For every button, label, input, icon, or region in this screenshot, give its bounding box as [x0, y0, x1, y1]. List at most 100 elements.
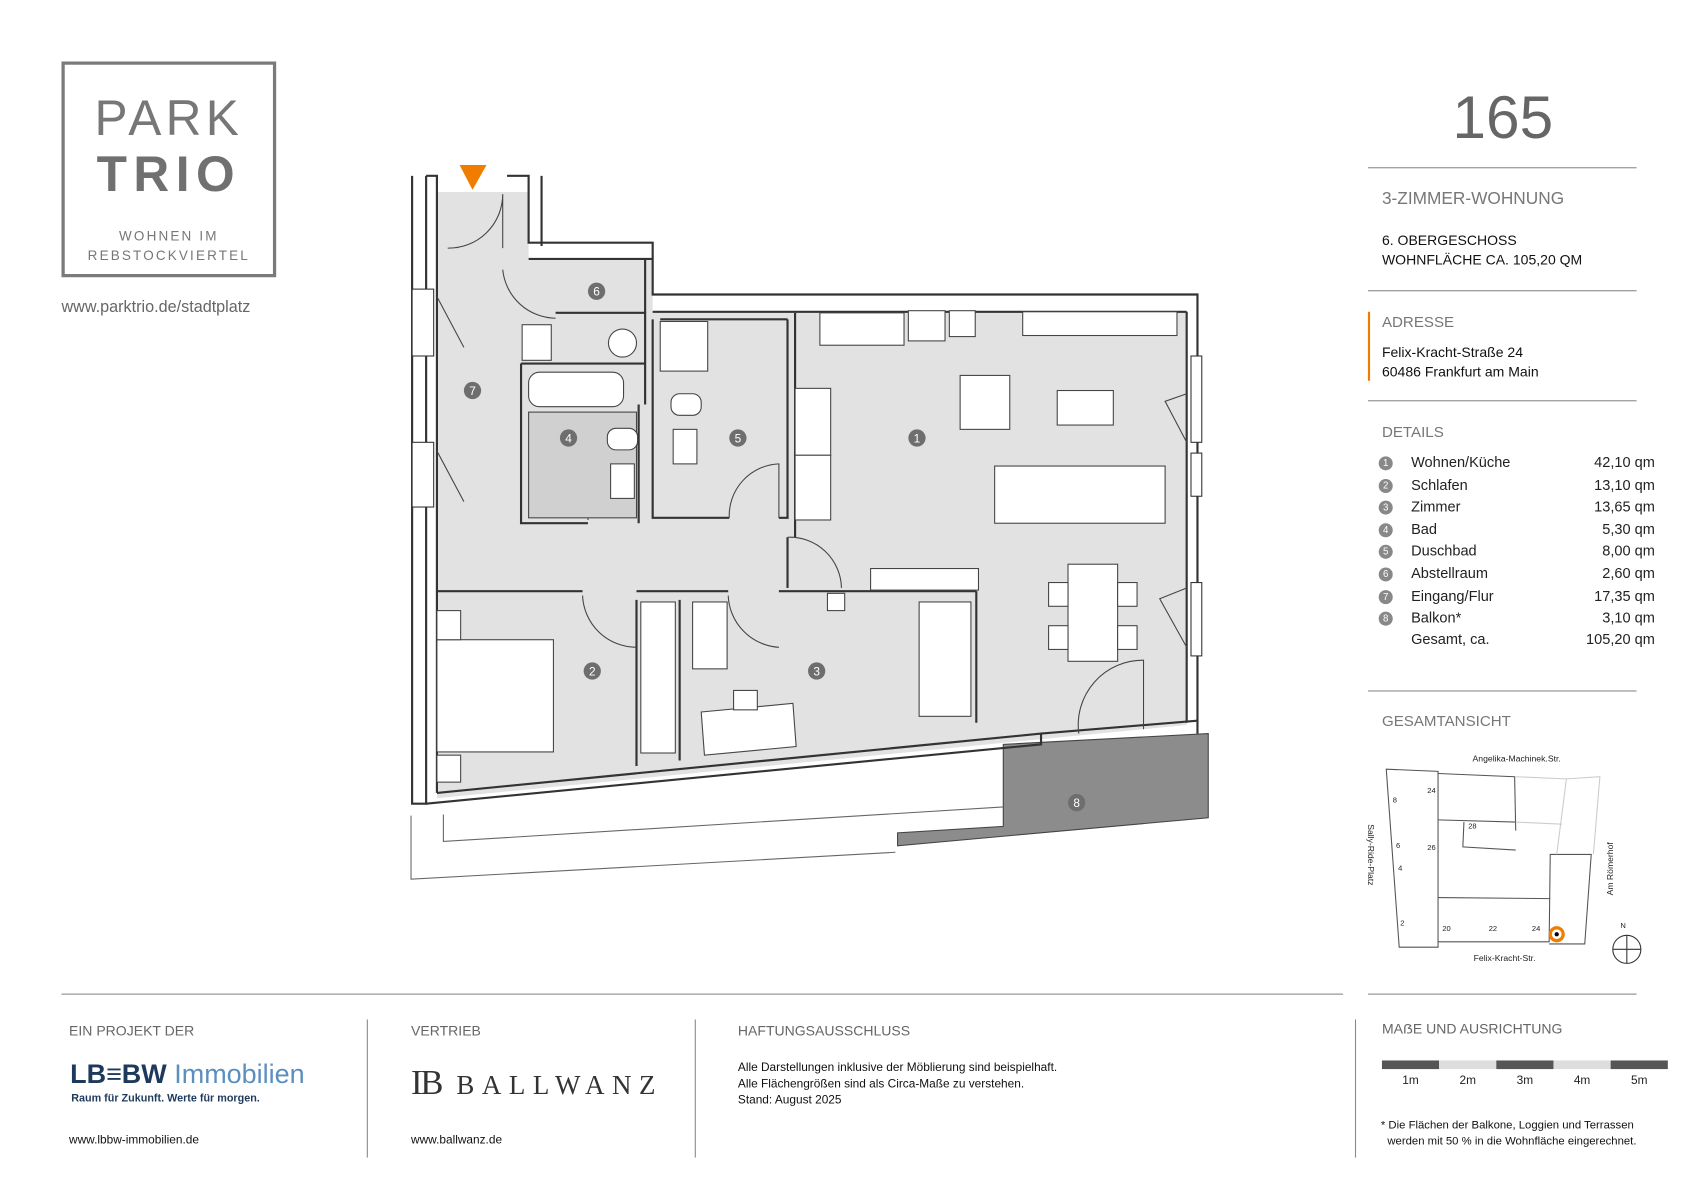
lbbw-slogan: Raum für Zukunft. Werte für morgen. [71, 1092, 260, 1105]
room-number-badge: 7 [1378, 589, 1393, 604]
disclaimer-line: Stand: August 2025 [737, 1093, 842, 1107]
svg-text:7: 7 [469, 384, 476, 398]
disclaimer-line: Alle Flächengrößen sind als Circa-Maße z… [737, 1077, 1025, 1091]
scale-label: 5m [1630, 1074, 1648, 1088]
room-label: Schlafen [1411, 476, 1468, 493]
svg-text:2: 2 [589, 664, 596, 678]
details-total-row: Gesamt, ca. 105,20 qm [1379, 631, 1659, 653]
svg-text:8: 8 [1073, 796, 1080, 810]
lbbw-suffix: Immobilien [174, 1059, 305, 1090]
scale-segment [1610, 1060, 1668, 1070]
footer-divider [61, 993, 1344, 995]
logo-tagline: WOHNEN IM REBSTOCKVIERTEL [65, 227, 273, 266]
overview-title: GESAMTANSICHT [1381, 712, 1511, 730]
scale-label: 3m [1516, 1074, 1534, 1088]
scale-segment [1496, 1060, 1554, 1070]
room-number-badge: 5 [1378, 545, 1393, 560]
room-number-badge: 1 [1378, 456, 1393, 471]
street-west: Sally-Ride-Platz [1366, 824, 1376, 885]
room-number-5: 5 [729, 429, 747, 447]
divider [1367, 993, 1637, 995]
room-area: 3,10 qm [1602, 609, 1655, 626]
total-value: 105,20 qm [1586, 631, 1655, 648]
room-number-7: 7 [463, 381, 482, 400]
room-label: Wohnen/Küche [1411, 454, 1511, 471]
svg-text:5: 5 [735, 431, 742, 445]
scale-segment [1381, 1060, 1440, 1070]
room-area: 2,60 qm [1602, 565, 1655, 582]
floor-plan: 6 7 4 5 1 2 3 8 [410, 165, 1209, 880]
divider [1367, 690, 1637, 692]
ballwanz-name: BALLWANZ [456, 1071, 664, 1101]
room-number-badge: 2 [1378, 478, 1393, 493]
address-title: ADRESSE [1381, 312, 1455, 331]
floor-info: 6. OBERGESCHOSS WOHNFLÄCHE CA. 105,20 QM [1382, 231, 1582, 270]
unit-number: 165 [1452, 83, 1554, 152]
kitchen-counter [819, 312, 905, 346]
room-label: Duschbad [1411, 543, 1477, 560]
svg-text:26: 26 [1427, 843, 1435, 852]
scale-segment [1439, 1060, 1497, 1070]
svg-text:3: 3 [813, 664, 820, 678]
apartment-type: 3-ZIMMER-WOHNUNG [1381, 189, 1565, 209]
svg-text:22: 22 [1489, 924, 1497, 933]
bed [436, 639, 554, 753]
project-title: EIN PROJEKT DER [69, 1022, 195, 1039]
svg-text:4: 4 [565, 431, 572, 445]
divider [366, 1019, 368, 1158]
address-city: 60486 Frankfurt am Main [1381, 363, 1539, 380]
address: Felix-Kracht-Straße 24 60486 Frankfurt a… [1382, 343, 1539, 382]
street-north: Angelika-Machinek.Str. [1473, 754, 1561, 764]
footnote-line: * Die Flächen der Balkone, Loggien und T… [1380, 1118, 1634, 1132]
disclaimer-text: Alle Darstellungen inklusive der Möblier… [738, 1060, 1057, 1109]
sofa [994, 465, 1166, 524]
logo-park: PARK [94, 89, 244, 146]
divider [1354, 1019, 1357, 1158]
room-area: 5,30 qm [1602, 520, 1655, 538]
room-number-2: 2 [583, 662, 601, 680]
room-area: 17,35 qm [1594, 587, 1655, 604]
svg-text:8: 8 [1393, 796, 1397, 805]
bathtub [528, 371, 625, 408]
disclaimer-title: HAFTUNGSAUSSCHLUSS [737, 1022, 911, 1039]
door-swing [447, 194, 504, 249]
ballwanz-url[interactable]: www.ballwanz.de [411, 1133, 503, 1147]
room-label: Eingang/Flur [1411, 587, 1494, 604]
scale-label: 4m [1573, 1074, 1591, 1088]
details-row: 7 Eingang/Flur 17,35 qm [1378, 587, 1659, 610]
scale-segment [1553, 1060, 1611, 1070]
room-number-badge: 6 [1378, 567, 1393, 582]
balcony-footnote: * Die Flächen der Balkone, Loggien und T… [1381, 1118, 1637, 1150]
logo-tagline-2: REBSTOCKVIERTEL [87, 248, 250, 264]
living-area: WOHNFLÄCHE CA. 105,20 QM [1381, 251, 1583, 268]
divider [1367, 167, 1637, 169]
logo-trio: TRIO [96, 145, 242, 202]
room-number-badge: 8 [1378, 611, 1393, 626]
street-east: Am Römerhof [1605, 842, 1615, 896]
room-area: 13,10 qm [1594, 476, 1655, 493]
compass-icon [1612, 934, 1642, 964]
window [1190, 355, 1203, 443]
svg-text:24: 24 [1427, 786, 1435, 795]
svg-text:2: 2 [1400, 919, 1404, 928]
site-plan: 8 6 4 2 24 26 28 20 22 24 Angelika-Machi… [1366, 754, 1642, 964]
north-label: N [1620, 921, 1625, 930]
website-link[interactable]: www.parktrio.de/stadtplatz [61, 297, 251, 317]
room-label: Zimmer [1411, 498, 1461, 515]
details-row: 2 Schlafen 13,10 qm [1378, 476, 1659, 498]
balcony [897, 733, 1209, 847]
svg-text:24: 24 [1532, 924, 1540, 933]
svg-text:28: 28 [1468, 822, 1476, 831]
dining-table [1067, 563, 1119, 662]
room-label: Bad [1411, 520, 1437, 538]
street-south: Felix-Kracht-Str. [1474, 953, 1536, 963]
svg-text:1: 1 [914, 431, 921, 445]
lbbw-url[interactable]: www.lbbw-immobilien.de [69, 1133, 199, 1147]
footnote-line: werden mit 50 % in die Wohnfläche einger… [1387, 1134, 1637, 1148]
room-number-6: 6 [587, 282, 606, 300]
